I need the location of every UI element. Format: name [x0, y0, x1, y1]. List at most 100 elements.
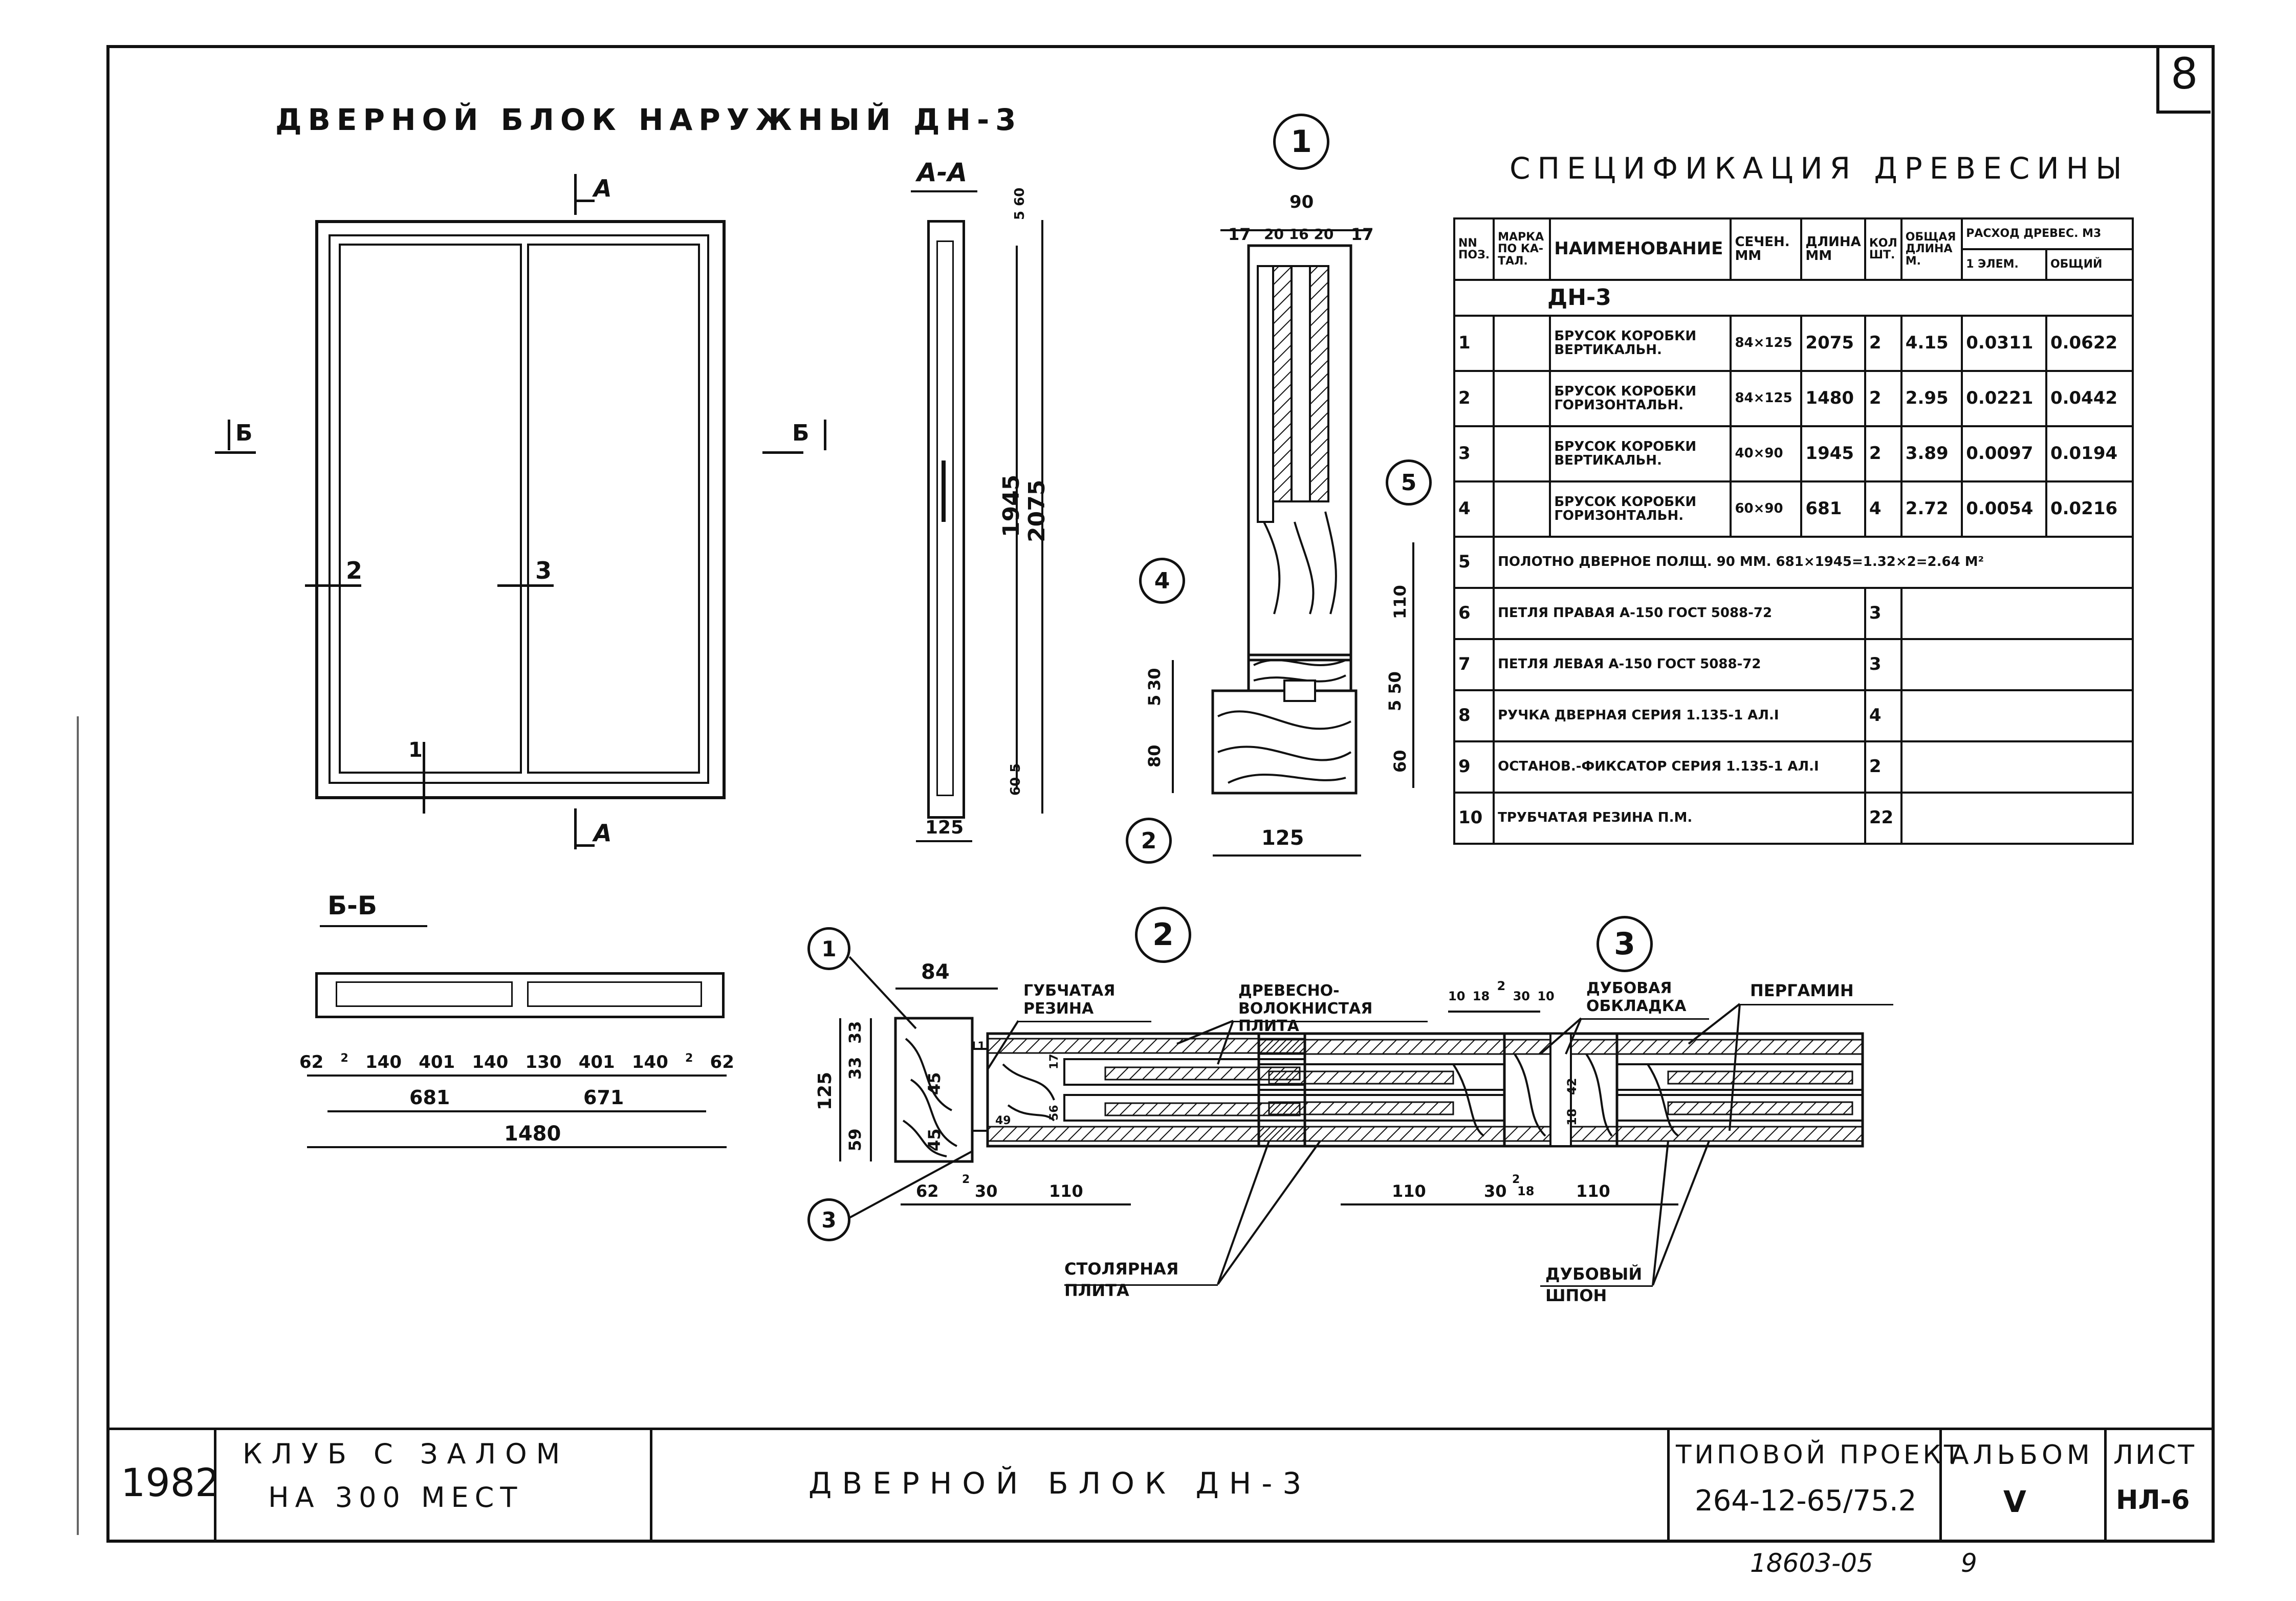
spec-table: NN ПОЗ. МАРКА ПО КА- ТАЛ. НАИМЕНОВАНИЕ С… — [1453, 217, 2134, 845]
section-aa-title: А-А — [917, 158, 968, 187]
spec-title: СПЕЦИФИКАЦИЯ ДРЕВЕСИНЫ — [1510, 151, 2129, 186]
detail-3-dim-bottom-line — [1341, 1203, 1678, 1205]
spec-cell-length: 2075 — [1800, 315, 1866, 372]
spec-cell-length: 1945 — [1800, 425, 1866, 483]
detail-3-marker: 3 — [1597, 916, 1653, 972]
section-aa-inner — [936, 240, 954, 796]
spec-cell-empty — [1900, 587, 2134, 640]
title-block-typical-label: ТИПОВОЙ ПРОЕКТ — [1676, 1440, 1963, 1470]
detail-1-callout-4: 4 — [1139, 558, 1185, 604]
spec-row: 3 БРУСОК КОРОБКИ ВЕРТИКАЛЬН. 40×90 1945 … — [1453, 425, 2134, 483]
detail-1-callout-2: 2 — [1126, 818, 1172, 864]
detail-1-callout-5: 5 — [1386, 459, 1432, 506]
title-block-div-1 — [214, 1428, 216, 1540]
detail-2-label-fiberboard-underline — [1233, 1021, 1428, 1022]
dim: 2 — [685, 1052, 693, 1065]
door-leaf-right — [527, 244, 700, 774]
detail-2-dim-2: 2 — [962, 1173, 970, 1186]
dim: 2 — [340, 1052, 348, 1065]
detail-2-width-top: 84 — [921, 960, 950, 984]
detail-2-dim-110: 110 — [1049, 1181, 1083, 1201]
bottom-page: 9 — [1961, 1548, 1977, 1578]
detail-2-inner-11: 11 — [970, 1040, 986, 1053]
title-block-div-2 — [650, 1428, 652, 1540]
dim: 401 — [419, 1052, 455, 1072]
spec-cell-name: БРУСОК КОРОБКИ ГОРИЗОНТАЛЬН. — [1549, 480, 1732, 538]
dim: 401 — [578, 1052, 615, 1072]
dim: 62 — [710, 1052, 734, 1072]
spec-header-qty: КОЛ ШТ. — [1864, 217, 1903, 281]
detail-2-dim-bottom-line — [901, 1203, 1131, 1205]
spec-cell-qty: 4 — [1864, 689, 1903, 742]
dim: 130 — [525, 1052, 562, 1072]
spec-cell-section: 60×90 — [1730, 480, 1803, 538]
spec-header-wood: РАСХОД ДРЕВЕС. М3 — [1961, 217, 2134, 250]
title-block-typical-value: 264-12-65/75.2 — [1695, 1484, 1917, 1518]
spec-cell-per-el: 0.0221 — [1961, 370, 2047, 427]
section-bb-dim-671: 671 — [583, 1086, 624, 1109]
title-block-album-label: АЛЬБОМ — [1951, 1440, 2094, 1471]
spec-wide-row: 8 РУЧКА ДВЕРНАЯ СЕРИЯ 1.135-1 АЛ.I 4 — [1453, 689, 2134, 742]
section-aa-dim-line-2075 — [1041, 220, 1043, 814]
sheet-border — [106, 45, 2215, 1543]
detail-3-label-oak-trim-underline — [1581, 1018, 1709, 1020]
section-a-top-line — [574, 174, 577, 215]
spec-cell-total: 0.0194 — [2045, 425, 2134, 483]
section-bb-dim-681: 681 — [409, 1086, 450, 1109]
detail-3-dim-30: 30 — [1484, 1181, 1507, 1201]
spec-cell-total: 0.0442 — [2045, 370, 2134, 427]
title-block-div-5 — [2104, 1428, 2107, 1540]
section-aa-mid-panel — [942, 460, 946, 522]
spec-group-row: ДН-3 — [1453, 279, 2134, 317]
spec-cell-mark — [1493, 480, 1551, 538]
spec-cell-total: 0.0622 — [2045, 315, 2134, 372]
section-b-left-arrow — [228, 420, 230, 450]
section-bb-outer — [315, 972, 725, 1018]
section-b-right-letter: Б — [792, 420, 810, 446]
door-inner-frame — [329, 234, 709, 784]
spec-cell-per-el: 0.0097 — [1961, 425, 2047, 483]
section-aa-title-underline — [911, 190, 977, 192]
bottom-stamp: 18603-05 — [1750, 1548, 1873, 1578]
section-b-left-line — [215, 451, 256, 454]
section-bb-dim-1480: 1480 — [504, 1122, 561, 1146]
detail-2-label-rubber: ГУБЧАТАЯ РЕЗИНА — [1023, 982, 1116, 1018]
spec-cell-name: БРУСОК КОРОБКИ ВЕРТИКАЛЬН. — [1549, 425, 1732, 483]
title-block-year: 1982 — [121, 1460, 220, 1505]
spec-row: 2 БРУСОК КОРОБКИ ГОРИЗОНТАЛЬН. 84×125 14… — [1453, 370, 2134, 427]
spec-cell-n: 2 — [1453, 370, 1495, 427]
spec-cell-per-el: 0.0054 — [1961, 480, 2047, 538]
spec-cell-length: 681 — [1800, 480, 1866, 538]
spec-cell-length: 1480 — [1800, 370, 1866, 427]
spec-row: 4 БРУСОК КОРОБКИ ГОРИЗОНТАЛЬН. 60×90 681… — [1453, 480, 2134, 538]
section-b-right-line — [762, 451, 803, 454]
spec-cell-empty — [1900, 689, 2134, 742]
detail-2-dim-left-line — [839, 1018, 841, 1161]
spec-header-total-len: ОБЩАЯ ДЛИНА М. — [1900, 217, 1963, 281]
title-block-div-3 — [1667, 1428, 1670, 1540]
spec-cell-text: ТРУБЧАТАЯ РЕЗИНА П.М. — [1493, 792, 1866, 845]
title-block-project-name-1: КЛУБ С ЗАЛОМ — [243, 1438, 570, 1470]
dim: 10 — [1448, 989, 1466, 1003]
title-block-sheet-label: ЛИСТ — [2113, 1440, 2197, 1471]
detail-2-marker: 2 — [1135, 907, 1191, 963]
detail-3-label-pergamin: ПЕРГАМИН — [1750, 981, 1854, 1000]
page-title: ДВЕРНОЙ БЛОК НАРУЖНЫЙ ДН-3 — [275, 102, 1022, 137]
dim: 140 — [365, 1052, 402, 1072]
section-bb-leaf-left — [336, 981, 513, 1007]
section-a-top-letter: А — [594, 174, 612, 202]
spec-cell-mark — [1493, 425, 1551, 483]
spec-cell-section: 84×125 — [1730, 370, 1803, 427]
spec-cell-n: 3 — [1453, 425, 1495, 483]
spec-cell-qty: 4 — [1864, 480, 1903, 538]
detail-3-dim-18: 18 — [1517, 1184, 1535, 1198]
spec-cell-qty: 2 — [1864, 370, 1903, 427]
detail-2-inner-49: 49 — [995, 1114, 1011, 1127]
section-bb-dims-row1: 62 2 140 401 140 130 401 140 2 62 — [299, 1052, 734, 1072]
spec-cell-n: 7 — [1453, 638, 1495, 691]
section-bb-dim-line-1 — [307, 1074, 727, 1077]
spec-cell-n: 1 — [1453, 315, 1495, 372]
detail-2-label-joinery: СТОЛЯРНАЯ ПЛИТА — [1064, 1259, 1179, 1300]
